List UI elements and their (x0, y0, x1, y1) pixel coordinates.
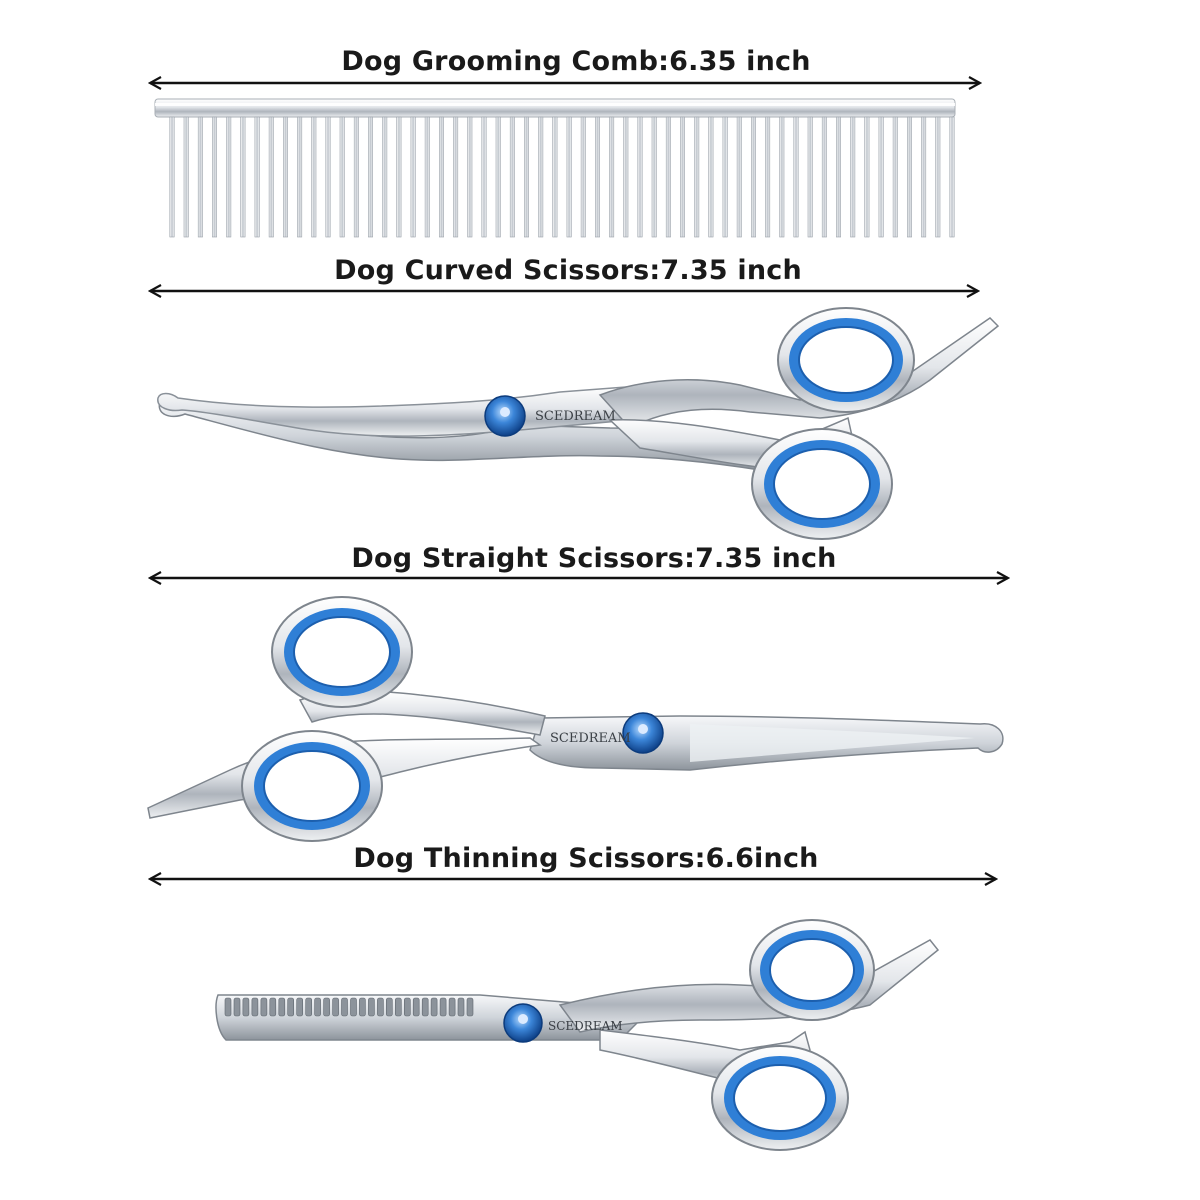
straight-scissors-brand-mark: SCEDREAM (550, 731, 631, 746)
comb-tooth (495, 116, 501, 238)
thinning-blade-tooth (242, 997, 250, 1017)
comb-tooth (722, 116, 728, 238)
comb-tooth (594, 116, 600, 238)
thinning-blade-tooth (421, 997, 429, 1017)
comb-tooth (538, 116, 544, 238)
comb-tooth (566, 116, 572, 238)
comb-tooth (679, 116, 685, 238)
comb-tooth (651, 116, 657, 238)
comb-tooth (708, 116, 714, 238)
comb-tooth (906, 116, 912, 238)
comb-tooth (523, 116, 529, 238)
thinning-blade-tooth (251, 997, 259, 1017)
thinning-blade-tooth (350, 997, 357, 1017)
comb-tooth (268, 116, 274, 238)
thinning-blade-tooth (448, 997, 456, 1017)
comb-tooth (396, 116, 402, 238)
comb-tooth (793, 116, 799, 238)
comb-tooth (665, 116, 671, 238)
comb-tooth (878, 116, 884, 238)
thinning-scissors-brand-mark: SCEDREAM (548, 1019, 623, 1033)
thinning-blade-tooth (233, 997, 241, 1017)
thinning-blade-tooth (430, 997, 438, 1017)
comb-tooth (453, 116, 459, 238)
comb-tooth (410, 116, 416, 238)
straight-scissors-dimension-label: Dog Straight Scissors:7.35 inch (351, 543, 837, 574)
comb-tooth (694, 116, 700, 238)
thinning-blade-tooth (439, 997, 447, 1017)
comb-tooth (226, 116, 232, 238)
straight-scissors-image: SCEDREAM (147, 596, 1004, 842)
comb-tooth (183, 116, 189, 238)
comb-tooth (325, 116, 331, 238)
comb-tooth (623, 116, 629, 238)
comb-dimension-label: Dog Grooming Comb:6.35 inch (341, 46, 811, 77)
thinning-blade-tooth (224, 997, 232, 1017)
comb-tooth (467, 116, 473, 238)
thinning-blade-tooth (332, 997, 339, 1017)
comb-tooth (509, 116, 515, 238)
comb-tooth (282, 116, 288, 238)
thinning-blade-tooth (260, 997, 268, 1017)
thinning-blade-tooth (314, 997, 321, 1017)
curved-scissors-dimension-label: Dog Curved Scissors:7.35 inch (334, 255, 802, 286)
thinning-blade-tooth (323, 997, 330, 1017)
thinning-blade-tooth (269, 997, 277, 1017)
thinning-blade-tooth (466, 997, 474, 1017)
comb-tooth (169, 116, 175, 238)
thinning-scissors-dimension-label: Dog Thinning Scissors:6.6inch (353, 843, 819, 874)
comb-tooth (481, 116, 487, 238)
comb-tooth (935, 116, 941, 238)
thinning-blade-tooth (368, 997, 375, 1017)
comb-tooth (240, 116, 246, 238)
thinning-blade-tooth (341, 997, 348, 1017)
comb-tooth (311, 116, 317, 238)
comb-tooth (779, 116, 785, 238)
comb-tooth (609, 116, 615, 238)
comb-tooth (367, 116, 373, 238)
comb-tooth (807, 116, 813, 238)
comb-tooth (424, 116, 430, 238)
curved-scissors-image: SCEDREAM (157, 307, 1000, 540)
comb-tooth (382, 116, 388, 238)
comb-tooth (921, 116, 927, 238)
thinning-blade-tooth (377, 997, 384, 1017)
thinning-blade-tooth (394, 997, 402, 1017)
thinning-blade-tooth (359, 997, 366, 1017)
thinning-blade-tooth (403, 997, 411, 1017)
comb-tooth (835, 116, 841, 238)
thinning-blade-tooth (412, 997, 420, 1017)
curved-scissors-brand-mark: SCEDREAM (535, 409, 616, 424)
thinning-blade-tooth (457, 997, 465, 1017)
comb-tooth (864, 116, 870, 238)
grooming-comb-image (154, 98, 956, 238)
comb-tooth (438, 116, 444, 238)
comb-tooth (949, 116, 955, 238)
thinning-blade-tooth (296, 997, 304, 1017)
comb-tooth (892, 116, 898, 238)
comb-tooth (353, 116, 359, 238)
comb-tooth (850, 116, 856, 238)
comb-tooth (197, 116, 203, 238)
comb-tooth (637, 116, 643, 238)
comb-tooth (254, 116, 260, 238)
comb-tooth (750, 116, 756, 238)
thinning-blade-tooth (278, 997, 286, 1017)
thinning-scissors-image: SCEDREAM (215, 919, 940, 1151)
thinning-blade-tooth (385, 997, 393, 1017)
comb-tooth (821, 116, 827, 238)
comb-tooth (339, 116, 345, 238)
comb-tooth (552, 116, 558, 238)
thinning-blade-tooth (287, 997, 295, 1017)
thinning-blade-tooth (305, 997, 313, 1017)
comb-tooth (765, 116, 771, 238)
comb-tooth (212, 116, 218, 238)
comb-tooth (580, 116, 586, 238)
comb-tooth (736, 116, 742, 238)
comb-tooth (297, 116, 303, 238)
